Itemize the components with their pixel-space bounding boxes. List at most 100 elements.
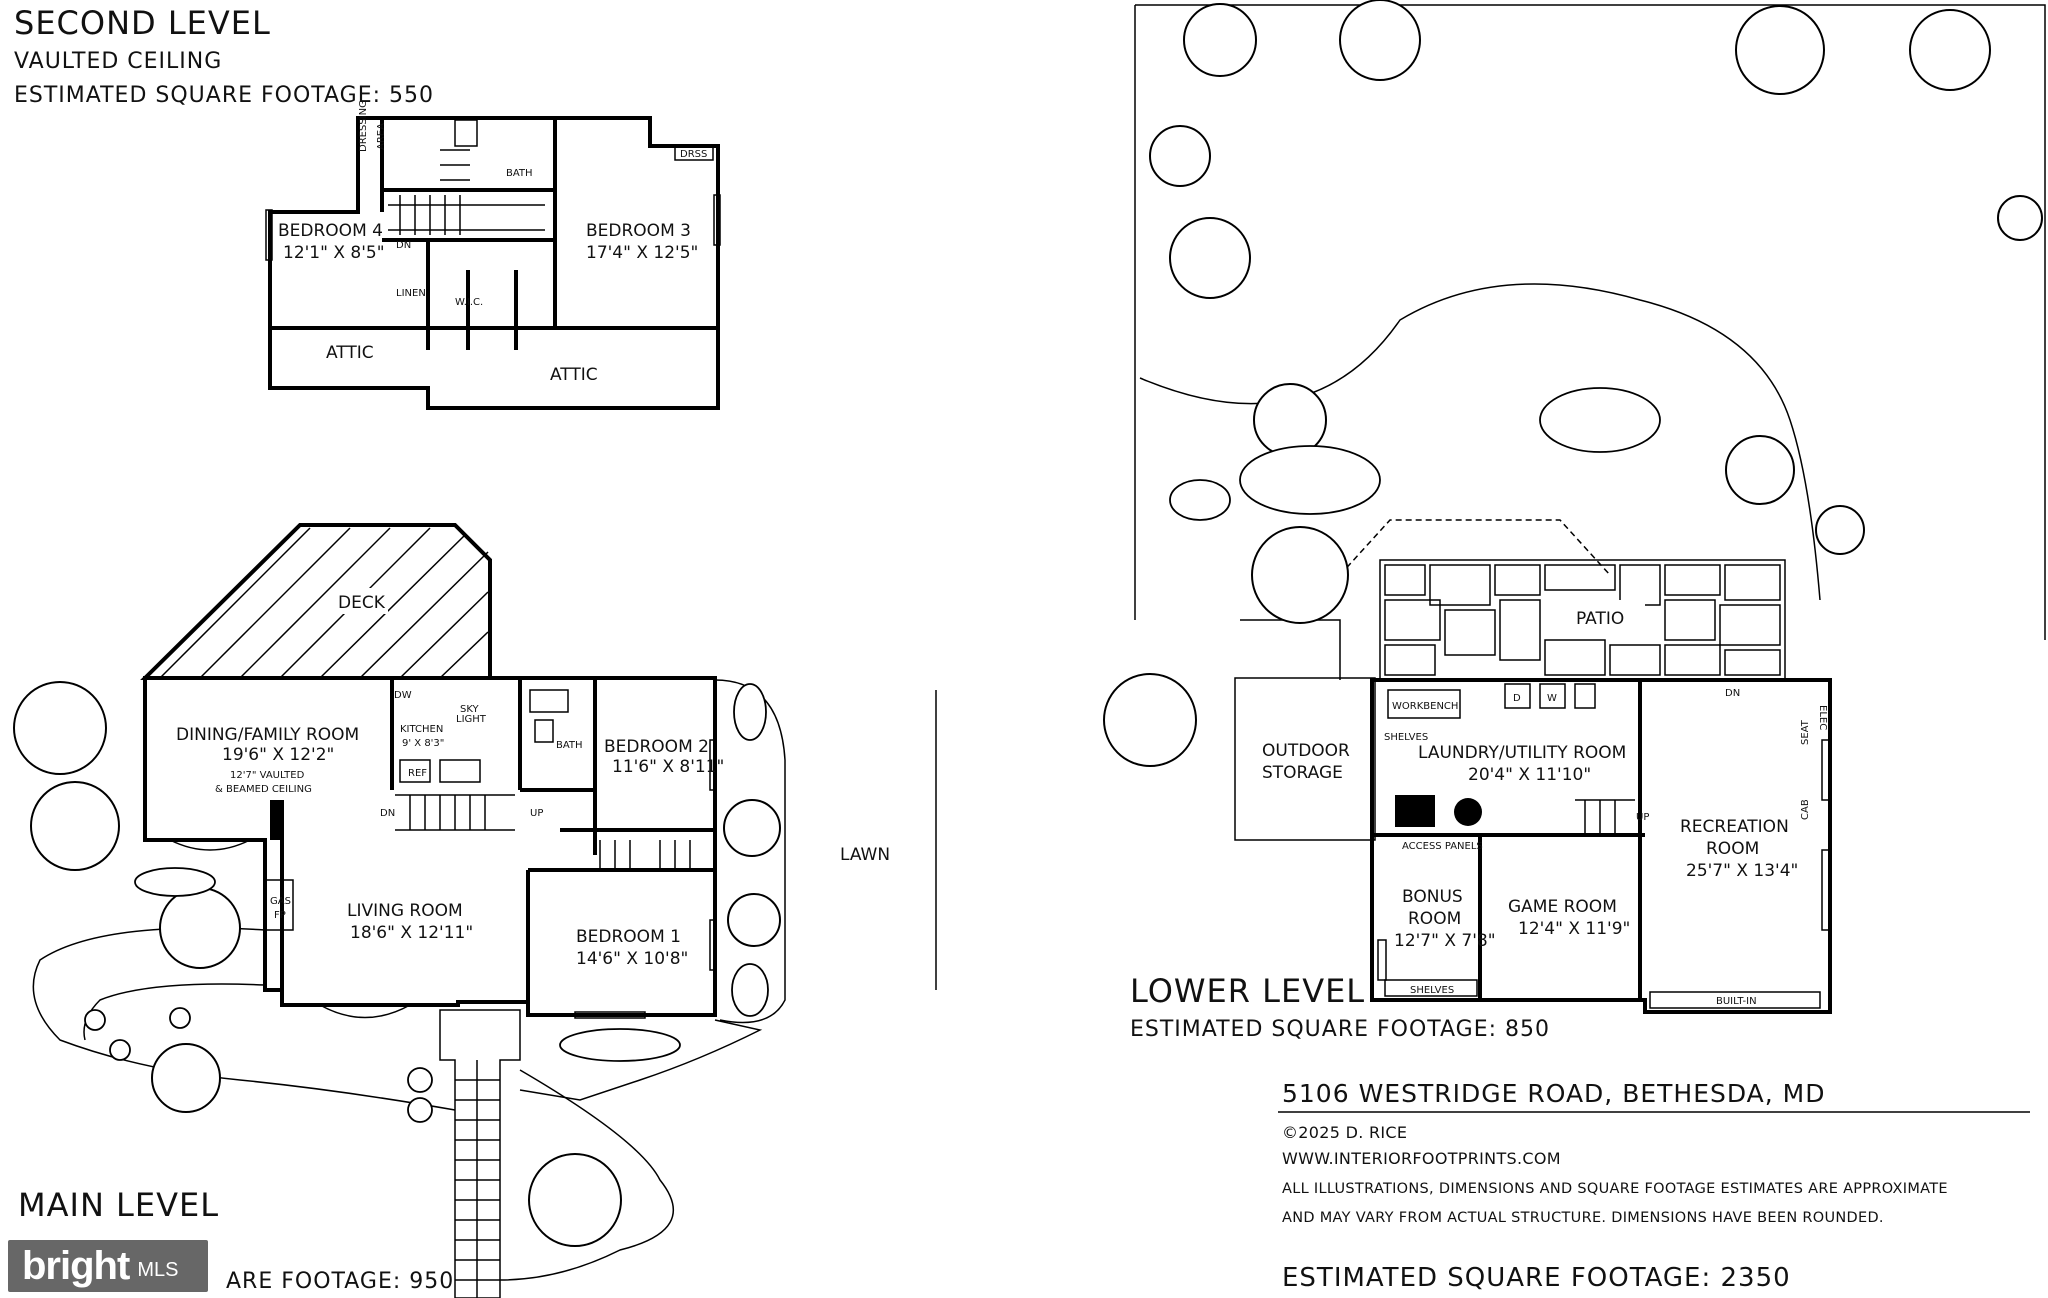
patio-stones bbox=[1384, 564, 1781, 676]
main-up-label: UP bbox=[530, 808, 543, 819]
tree-icon bbox=[528, 1153, 622, 1247]
main-level-outline bbox=[143, 676, 717, 1017]
bay-window bbox=[169, 839, 251, 851]
wic-label: W.I.C. bbox=[455, 297, 483, 308]
shrub-icon bbox=[1169, 479, 1231, 521]
light-label: LIGHT bbox=[456, 714, 487, 725]
recreation-label-2: ROOM bbox=[1706, 839, 1759, 859]
lower-level-plan: PATIO OUTDOOR STORAGE WORKBENCH SHELVES bbox=[1103, 0, 2046, 1042]
second-level-subtitle: VAULTED CEILING bbox=[14, 49, 222, 74]
water-heater bbox=[1454, 798, 1482, 826]
dryer-label: D bbox=[1513, 693, 1521, 704]
outdoor-storage-label-1: OUTDOOR bbox=[1262, 741, 1350, 761]
planting-bed bbox=[519, 1019, 763, 1101]
recreation-label-1: RECREATION bbox=[1680, 817, 1789, 837]
main-level-sqft: ARE FOOTAGE: 950 bbox=[226, 1269, 454, 1294]
second-level-sqft: ESTIMATED SQUARE FOOTAGE: 550 bbox=[14, 83, 434, 108]
window-icon bbox=[1377, 939, 1387, 981]
copyright: ©2025 D. RICE bbox=[1282, 1123, 1407, 1142]
bay-window bbox=[319, 1004, 411, 1019]
living-dims: 18'6" X 12'11" bbox=[350, 923, 473, 943]
second-level-outline bbox=[268, 116, 720, 410]
laundry-dims: 20'4" X 11'10" bbox=[1468, 765, 1591, 785]
toilet-icon bbox=[454, 119, 478, 147]
info-block: 5106 WESTRIDGE ROAD, BETHESDA, MD ©2025 … bbox=[1278, 1079, 2030, 1293]
tree-icon bbox=[1183, 3, 1257, 77]
main-level-title: MAIN LEVEL bbox=[18, 1186, 219, 1224]
kitchen-dims: 9' X 8'3" bbox=[402, 738, 444, 749]
workbench-label: WORKBENCH bbox=[1392, 701, 1458, 712]
ref-label: REF bbox=[408, 768, 427, 779]
living-label: LIVING ROOM bbox=[347, 901, 463, 921]
fp-label: FP bbox=[274, 910, 286, 921]
disclaimer-line-1: ALL ILLUSTRATIONS, DIMENSIONS AND SQUARE… bbox=[1282, 1181, 1948, 1197]
shelves-bottom-label: SHELVES bbox=[1410, 985, 1454, 996]
bedroom2-dims: 11'6" X 8'11" bbox=[612, 757, 724, 777]
dining-dims: 19'6" X 12'2" bbox=[222, 745, 334, 765]
linen-label: LINEN bbox=[396, 288, 426, 299]
dn-label: DN bbox=[396, 240, 411, 251]
gas-label: GAS bbox=[270, 896, 291, 907]
window-icon bbox=[713, 194, 721, 246]
kitchen-label: KITCHEN bbox=[400, 724, 443, 735]
bedroom1-label: BEDROOM 1 bbox=[576, 927, 681, 947]
second-level-stairs bbox=[399, 149, 470, 235]
recreation-dims: 25'7" X 13'4" bbox=[1686, 861, 1798, 881]
dining-note-2: & BEAMED CEILING bbox=[215, 784, 312, 795]
lower-level-outline bbox=[1370, 678, 1832, 1014]
address: 5106 WESTRIDGE ROAD, BETHESDA, MD bbox=[1282, 1079, 1826, 1108]
game-label: GAME ROOM bbox=[1508, 897, 1617, 917]
tree-icon bbox=[727, 893, 781, 947]
lower-level-stairs bbox=[1584, 800, 1616, 835]
tree-icon bbox=[1339, 0, 1421, 81]
lower-level-sqft: ESTIMATED SQUARE FOOTAGE: 850 bbox=[1130, 1017, 1550, 1042]
window-icon bbox=[709, 739, 717, 791]
area-label: AREA bbox=[376, 123, 387, 150]
tree-icon bbox=[30, 781, 120, 871]
dressing-label: DRESSING bbox=[358, 100, 369, 152]
bedroom2-label: BEDROOM 2 bbox=[604, 737, 709, 757]
tree-icon bbox=[1149, 125, 1211, 187]
disclaimer-line-2: AND MAY VARY FROM ACTUAL STRUCTURE. DIME… bbox=[1282, 1210, 1884, 1226]
lower-dn-label: DN bbox=[1725, 688, 1740, 699]
tree-icon bbox=[13, 681, 107, 775]
dashed-outline bbox=[1339, 519, 1611, 576]
toilet-icon bbox=[534, 719, 554, 743]
window-icon bbox=[709, 919, 717, 971]
shrub-icon bbox=[731, 963, 769, 1017]
property-line bbox=[1135, 4, 2046, 640]
dryer bbox=[1504, 683, 1531, 709]
built-in-label: BUILT-IN bbox=[1716, 996, 1757, 1007]
built-in bbox=[1649, 991, 1821, 1009]
bedroom4-label: BEDROOM 4 bbox=[278, 221, 383, 241]
dw-label: DW bbox=[394, 690, 412, 701]
planting-bed bbox=[32, 927, 456, 1111]
washer bbox=[1539, 683, 1566, 709]
lawn-label: LAWN bbox=[840, 845, 890, 865]
bathtub-icon bbox=[529, 689, 569, 713]
watermark-mls-text: MLS bbox=[137, 1258, 179, 1281]
dining-label: DINING/FAMILY ROOM bbox=[176, 725, 359, 745]
window-icon bbox=[1821, 739, 1831, 801]
bright-mls-watermark: bright MLS bbox=[8, 1240, 208, 1292]
tree-icon bbox=[151, 1043, 221, 1113]
game-dims: 12'4" X 11'9" bbox=[1518, 919, 1630, 939]
tree-icon bbox=[159, 887, 241, 969]
fireplace bbox=[264, 879, 294, 931]
shrub-icon bbox=[1539, 387, 1661, 453]
second-level-title: SECOND LEVEL bbox=[14, 4, 271, 42]
tree-icon bbox=[1735, 5, 1825, 95]
seat-label: SEAT bbox=[1800, 719, 1811, 745]
tree-icon bbox=[1251, 526, 1349, 624]
tree-icon bbox=[723, 799, 781, 857]
tree-icon bbox=[1725, 435, 1795, 505]
washer-label: W bbox=[1547, 693, 1557, 704]
tree-icon bbox=[1909, 9, 1991, 91]
walkway bbox=[439, 1009, 521, 1298]
website: WWW.INTERIORFOOTPRINTS.COM bbox=[1282, 1149, 1561, 1168]
stove-icon bbox=[439, 759, 481, 783]
outdoor-storage-label-2: STORAGE bbox=[1262, 763, 1343, 783]
walkway-bricks bbox=[455, 1060, 500, 1298]
main-dn-label: DN bbox=[380, 808, 395, 819]
